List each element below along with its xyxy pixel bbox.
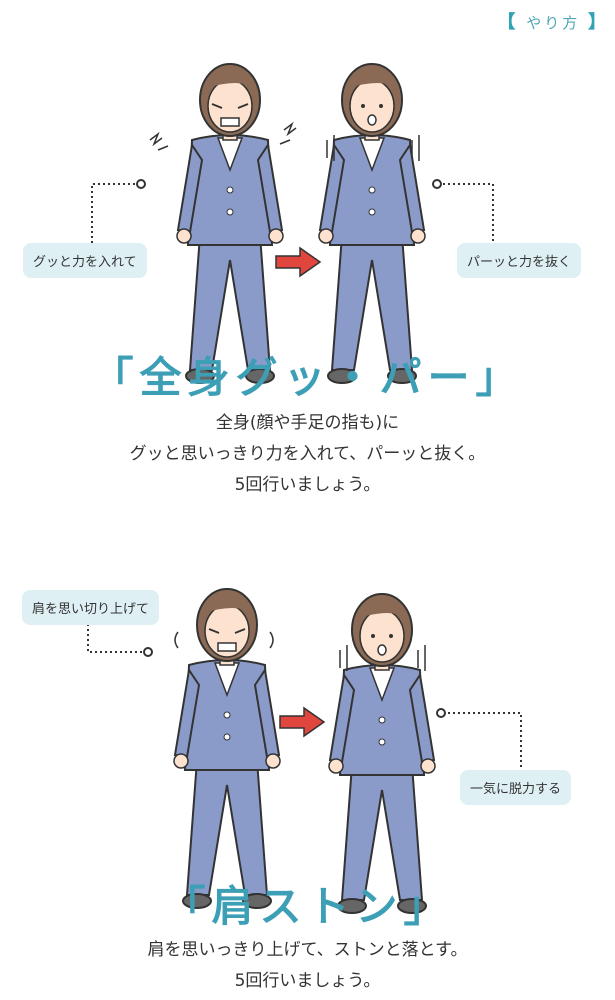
label-relax: パーッと力を抜く	[457, 243, 582, 278]
section1-desc-line: 5回行いましょう。	[234, 475, 381, 495]
section1-desc-line: 全身(顔や手足の指も)に	[215, 413, 400, 433]
label-shoulders-up: 肩を思い切り上げて	[22, 590, 160, 625]
section1-desc-line: グッと思いっきり力を入れて、パーッと抜く。	[129, 444, 486, 464]
label-tense: グッと力を入れて	[23, 243, 147, 278]
section1-description: 全身(顔や手足の指も)に グッと思いっきり力を入れて、パーッと抜く。 5回行いま…	[0, 408, 615, 501]
header-bracket-right: 】	[588, 12, 609, 33]
figure-tense-full-body	[176, 63, 284, 384]
figure-shoulders-dropped	[328, 593, 436, 914]
figure-shoulders-raised	[173, 588, 281, 909]
figure-relaxed-full-body	[318, 63, 426, 384]
section2-description: 肩を思いっきり上げて、ストンと落とす。 5回行いましょう。	[0, 935, 615, 997]
section1-title: 「全身グッ・パー」	[91, 353, 524, 402]
arrow-right-icon	[279, 706, 326, 738]
label-drop: 一気に脱力する	[460, 770, 572, 805]
method-header: 【 やり方 】	[497, 8, 609, 34]
header-bracket-left: 【	[497, 12, 519, 33]
section2-desc-line: 肩を思いっきり上げて、ストンと落とす。	[147, 940, 468, 960]
section2-title: 「肩ストン」	[163, 882, 452, 931]
section2-desc-line: 5回行いましょう。	[234, 971, 381, 991]
header-label: やり方	[526, 14, 581, 32]
arrow-right-icon	[275, 246, 322, 278]
